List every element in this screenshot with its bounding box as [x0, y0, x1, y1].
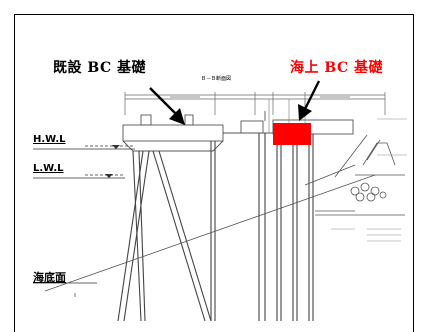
offshore-bc-arrow [298, 80, 321, 121]
deck-structure [122, 111, 354, 152]
seabed-lines [44, 134, 405, 297]
water-level-markers [105, 145, 120, 178]
existing-bc-arrow [149, 87, 185, 125]
seabed-label: 海底面 [33, 271, 66, 284]
piles [117, 133, 314, 322]
drawing-frame: 既設 BC 基礎 海上 BC 基礎 H.W.L L.W.L 海底面 Ｂ－Ｂ断面図 [14, 14, 414, 332]
offshore-bc-block [273, 123, 311, 145]
dimension-lines [124, 92, 386, 115]
lwl-label: L.W.L [33, 163, 64, 174]
water-level-lines [33, 145, 135, 284]
breakwater [350, 139, 396, 202]
section-title: Ｂ－Ｂ断面図 [201, 76, 232, 82]
existing-bc-label: 既設 BC 基礎 [53, 60, 146, 76]
right-annotations [331, 118, 407, 242]
section-drawing [33, 80, 407, 322]
offshore-bc-label: 海上 BC 基礎 [290, 60, 383, 76]
hwl-label: H.W.L [33, 134, 66, 145]
